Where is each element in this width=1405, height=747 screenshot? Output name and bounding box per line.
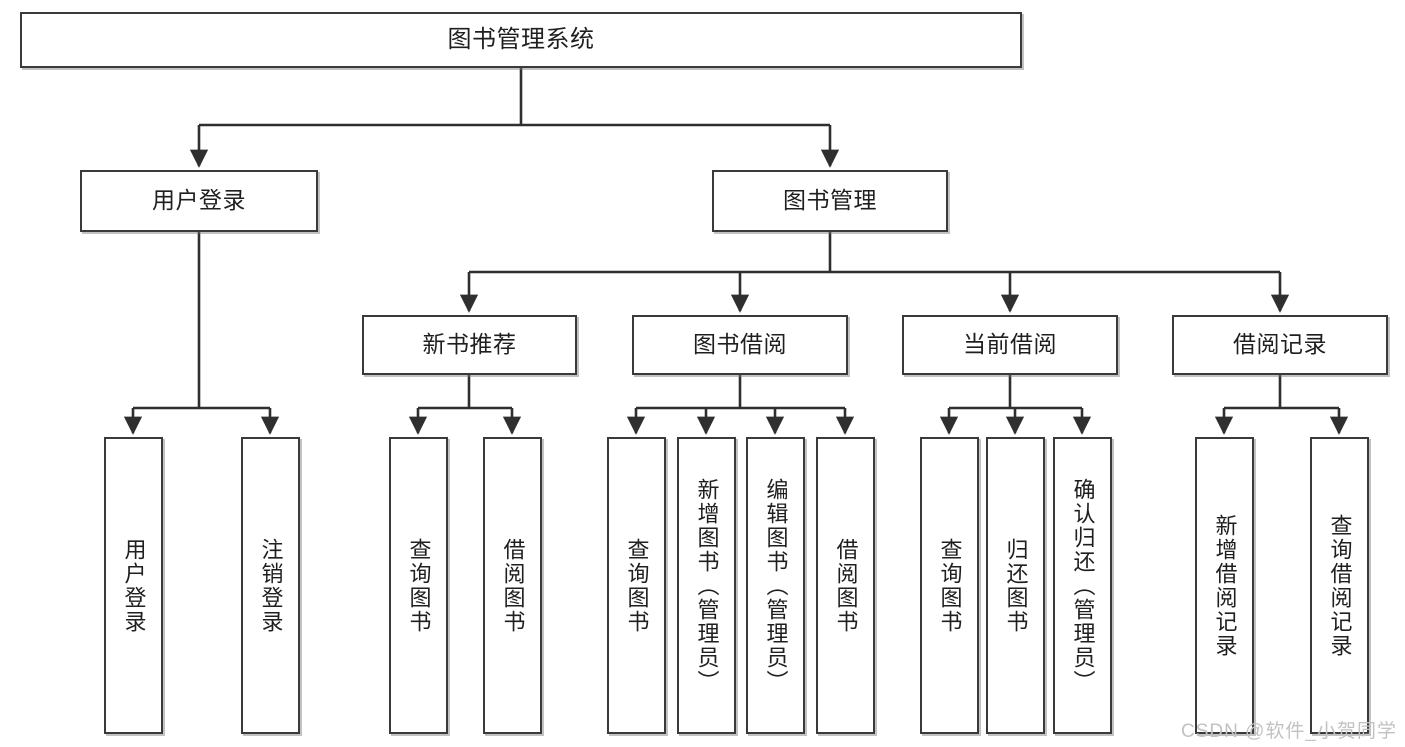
node-label: 新增借阅记录 bbox=[1212, 513, 1238, 658]
node-label: 新增图书（管理员） bbox=[694, 477, 720, 694]
node-book-borrow[interactable]: 图书借阅 bbox=[632, 315, 848, 375]
node-leaf-return-book[interactable]: 归还图书 bbox=[986, 437, 1045, 734]
node-label: 查询图书 bbox=[937, 537, 963, 634]
node-label: 当前借阅 bbox=[963, 331, 1057, 358]
node-leaf-confirm-return[interactable]: 确认归还（管理员） bbox=[1053, 437, 1112, 734]
node-leaf-query-borrow-record[interactable]: 查询借阅记录 bbox=[1310, 437, 1369, 734]
node-book-management[interactable]: 图书管理 bbox=[712, 170, 948, 232]
node-label: 图书借阅 bbox=[693, 331, 787, 358]
node-borrow-record[interactable]: 借阅记录 bbox=[1172, 315, 1388, 375]
node-label: 用户登录 bbox=[152, 187, 246, 214]
node-leaf-borrow-book-1[interactable]: 借阅图书 bbox=[483, 437, 542, 734]
node-label: 借阅记录 bbox=[1233, 331, 1327, 358]
node-leaf-add-borrow-record[interactable]: 新增借阅记录 bbox=[1195, 437, 1254, 734]
node-label: 图书管理 bbox=[783, 187, 877, 214]
node-leaf-borrow-book-2[interactable]: 借阅图书 bbox=[816, 437, 875, 734]
node-label: 借阅图书 bbox=[833, 537, 859, 634]
node-leaf-logout-login[interactable]: 注销登录 bbox=[241, 437, 300, 734]
node-label: 图书管理系统 bbox=[447, 25, 595, 53]
watermark-text: CSDN @软件_小贺同学 bbox=[1181, 721, 1397, 742]
node-label: 新书推荐 bbox=[422, 331, 517, 358]
node-new-book-recommend[interactable]: 新书推荐 bbox=[362, 315, 577, 375]
node-leaf-query-book-2[interactable]: 查询图书 bbox=[607, 437, 666, 734]
node-user-login[interactable]: 用户登录 bbox=[80, 170, 318, 232]
node-label: 借阅图书 bbox=[500, 537, 526, 634]
node-label: 确认归还（管理员） bbox=[1070, 477, 1096, 694]
node-label: 归还图书 bbox=[1003, 537, 1029, 634]
node-leaf-edit-book[interactable]: 编辑图书（管理员） bbox=[746, 437, 805, 734]
node-label: 编辑图书（管理员） bbox=[763, 477, 789, 694]
node-root-system[interactable]: 图书管理系统 bbox=[20, 12, 1022, 68]
node-label: 用户登录 bbox=[121, 537, 147, 634]
node-label: 查询借阅记录 bbox=[1327, 513, 1353, 658]
node-leaf-query-book-3[interactable]: 查询图书 bbox=[920, 437, 979, 734]
node-label: 查询图书 bbox=[406, 537, 432, 634]
node-label: 查询图书 bbox=[624, 537, 650, 634]
node-leaf-query-book-1[interactable]: 查询图书 bbox=[389, 437, 448, 734]
node-leaf-user-login[interactable]: 用户登录 bbox=[104, 437, 163, 734]
node-current-borrow[interactable]: 当前借阅 bbox=[902, 315, 1118, 375]
node-label: 注销登录 bbox=[258, 537, 284, 634]
node-leaf-add-book[interactable]: 新增图书（管理员） bbox=[677, 437, 736, 734]
